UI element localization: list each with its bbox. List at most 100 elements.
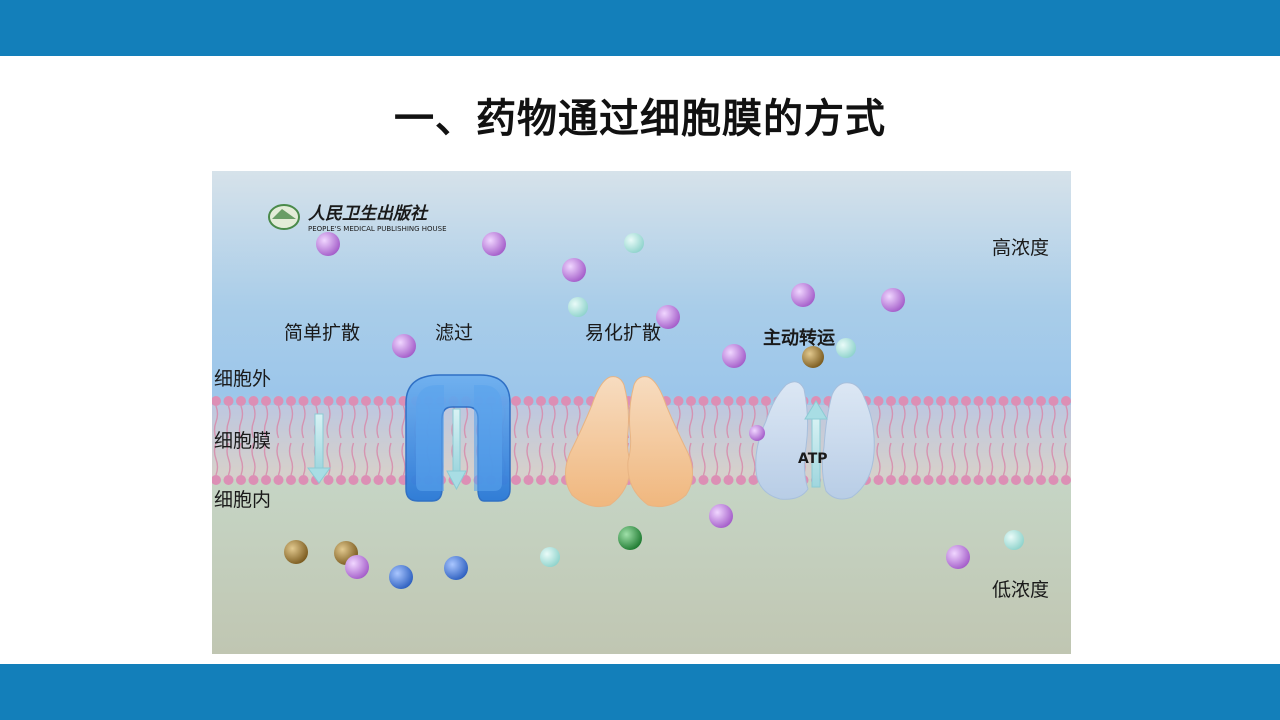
green-molecule xyxy=(618,526,642,550)
lipid-head xyxy=(698,396,709,406)
simple-diffusion-arrow xyxy=(307,413,331,484)
lipid-head xyxy=(723,475,734,485)
lipid-tail xyxy=(276,405,281,476)
lipid-head xyxy=(1011,475,1021,485)
facilitated-diffusion-label: 易化扩散 xyxy=(585,322,661,344)
lipid-head xyxy=(573,396,584,406)
publisher-name-en: PEOPLE'S MEDICAL PUBLISHING HOUSE xyxy=(308,225,447,233)
lipid-head xyxy=(261,396,271,406)
lipid-head xyxy=(536,475,546,485)
lipid-head xyxy=(511,475,521,485)
lipid-head xyxy=(323,475,334,485)
teal-molecule xyxy=(1004,530,1024,550)
lipid-head xyxy=(336,475,346,485)
lipid-tail xyxy=(513,405,519,476)
publisher-name-cn: 人民卫生出版社 xyxy=(308,204,429,224)
intracellular-label: 细胞内 xyxy=(214,489,271,511)
high-concentration-label: 高浓度 xyxy=(992,237,1049,259)
slide-title: 一、药物通过细胞膜的方式 xyxy=(394,96,886,142)
lipid-tail xyxy=(551,405,556,476)
lipid-head xyxy=(898,396,909,406)
lipid-head xyxy=(711,475,721,485)
lipid-tail xyxy=(926,405,931,476)
membrane-transport-diagram: 人民卫生出版社 PEOPLE'S MEDICAL PUBLISHING HOUS… xyxy=(212,171,1071,654)
lipid-tail xyxy=(913,405,919,476)
purple-molecule xyxy=(482,232,506,256)
lipid-head xyxy=(286,396,296,406)
lipid-head xyxy=(386,396,396,406)
lipid-head xyxy=(523,396,534,406)
lipid-tail xyxy=(288,405,294,476)
header-bar xyxy=(0,0,1280,56)
lipid-head xyxy=(536,396,546,406)
lipid-head xyxy=(698,475,709,485)
lipid-tail xyxy=(238,405,244,476)
purple-molecule xyxy=(656,305,680,329)
lipid-head xyxy=(948,396,959,406)
simple-diffusion-label: 简单扩散 xyxy=(284,322,360,344)
lipid-tail xyxy=(963,405,969,476)
lipid-head xyxy=(461,475,471,485)
lipid-head xyxy=(212,475,221,485)
lipid-head xyxy=(911,396,921,406)
lipid-tail xyxy=(388,405,394,476)
purple-molecule xyxy=(709,504,733,528)
facilitated-diffusion-carrier xyxy=(565,376,693,508)
active-transport-pump: ATP xyxy=(755,381,875,500)
purple-molecule xyxy=(946,545,970,569)
lipid-head xyxy=(311,396,321,406)
lipid-head xyxy=(1048,396,1059,406)
teal-molecule xyxy=(624,233,644,253)
lipid-tail xyxy=(888,405,894,476)
lipid-head xyxy=(711,396,721,406)
lipid-tail xyxy=(976,405,981,476)
lipid-head xyxy=(898,475,909,485)
teal-molecule xyxy=(836,338,856,358)
lipid-head xyxy=(298,475,309,485)
lipid-head xyxy=(923,396,934,406)
lipid-head xyxy=(911,475,921,485)
lipid-head xyxy=(1036,396,1046,406)
lipid-head xyxy=(561,396,571,406)
lipid-head xyxy=(248,396,259,406)
lipid-tail xyxy=(738,405,744,476)
lipid-head xyxy=(986,396,996,406)
lipid-head xyxy=(761,396,771,406)
lipid-head xyxy=(886,396,896,406)
lipid-head xyxy=(373,475,384,485)
lipid-tail xyxy=(713,405,719,476)
lipid-head xyxy=(873,475,884,485)
filtration-label: 滤过 xyxy=(435,322,473,344)
purple-molecule xyxy=(316,232,340,256)
lipid-head xyxy=(936,396,946,406)
lipid-head xyxy=(273,396,284,406)
lipid-tail xyxy=(301,405,306,476)
purple-molecule xyxy=(345,555,369,579)
lipid-tail xyxy=(251,405,256,476)
lipid-head xyxy=(973,396,984,406)
brown-molecule xyxy=(284,540,308,564)
lipid-head xyxy=(1011,396,1021,406)
lipid-head xyxy=(686,396,696,406)
lipid-head xyxy=(511,396,521,406)
lipid-head xyxy=(1061,396,1071,406)
lipid-head xyxy=(323,396,334,406)
lipid-head xyxy=(273,475,284,485)
purple-molecule xyxy=(562,258,586,282)
lipid-tail xyxy=(1051,405,1056,476)
lipid-head xyxy=(973,475,984,485)
filtration-channel xyxy=(405,374,511,502)
lipid-head xyxy=(873,396,884,406)
lipid-tail xyxy=(376,405,381,476)
lipid-head xyxy=(548,396,559,406)
lipid-tail xyxy=(213,405,219,476)
lipid-head xyxy=(948,475,959,485)
lipid-head xyxy=(223,396,234,406)
lipid-head xyxy=(961,396,971,406)
lipid-head xyxy=(998,396,1009,406)
lipid-tail xyxy=(988,405,994,476)
lipid-tail xyxy=(401,405,406,476)
lipid-tail xyxy=(463,405,469,476)
lipid-head xyxy=(548,475,559,485)
lipid-tail xyxy=(363,405,369,476)
